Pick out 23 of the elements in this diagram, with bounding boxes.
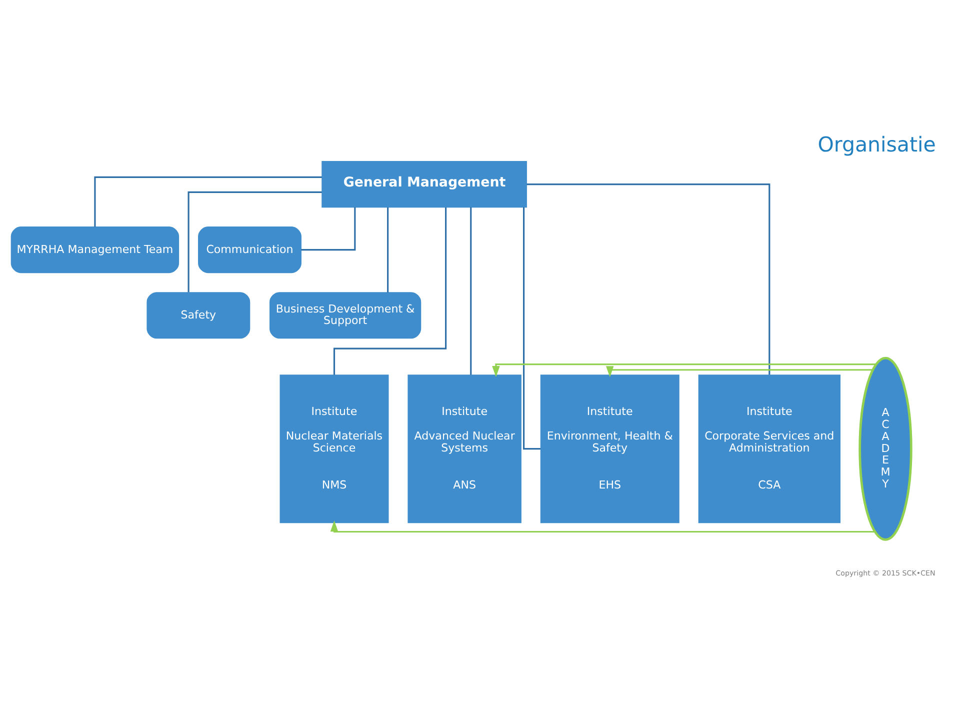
connector xyxy=(387,207,389,292)
arrow xyxy=(492,364,876,378)
node-box: Institute Nuclear Materials Science NMS xyxy=(280,374,389,524)
arrow xyxy=(606,366,873,378)
diagram-title: Organisatie xyxy=(818,132,936,157)
connector xyxy=(526,184,770,375)
node-box: Institute Corporate Services and Administration CSA xyxy=(698,374,840,524)
node-box: Communication xyxy=(198,226,302,274)
node-box: Business Development & Support xyxy=(270,292,422,339)
connector xyxy=(301,207,356,251)
node-box: Institute Advanced Nuclear Systems ANS xyxy=(408,374,522,524)
connector xyxy=(333,207,447,375)
connector xyxy=(523,207,541,450)
node-box: Safety xyxy=(146,292,250,339)
connector xyxy=(188,191,322,292)
connector xyxy=(94,176,322,227)
node-box: MYRRHA Management Team xyxy=(10,226,180,274)
node-ellipse: A C A D E M Y xyxy=(858,356,912,541)
connector xyxy=(470,207,472,375)
label: Copyright © 2015 SCK•CEN xyxy=(836,568,936,578)
node-box: General Management xyxy=(322,160,527,208)
node-box: Institute Environment, Health & Safety EHS xyxy=(540,374,680,524)
arrow xyxy=(330,520,875,533)
